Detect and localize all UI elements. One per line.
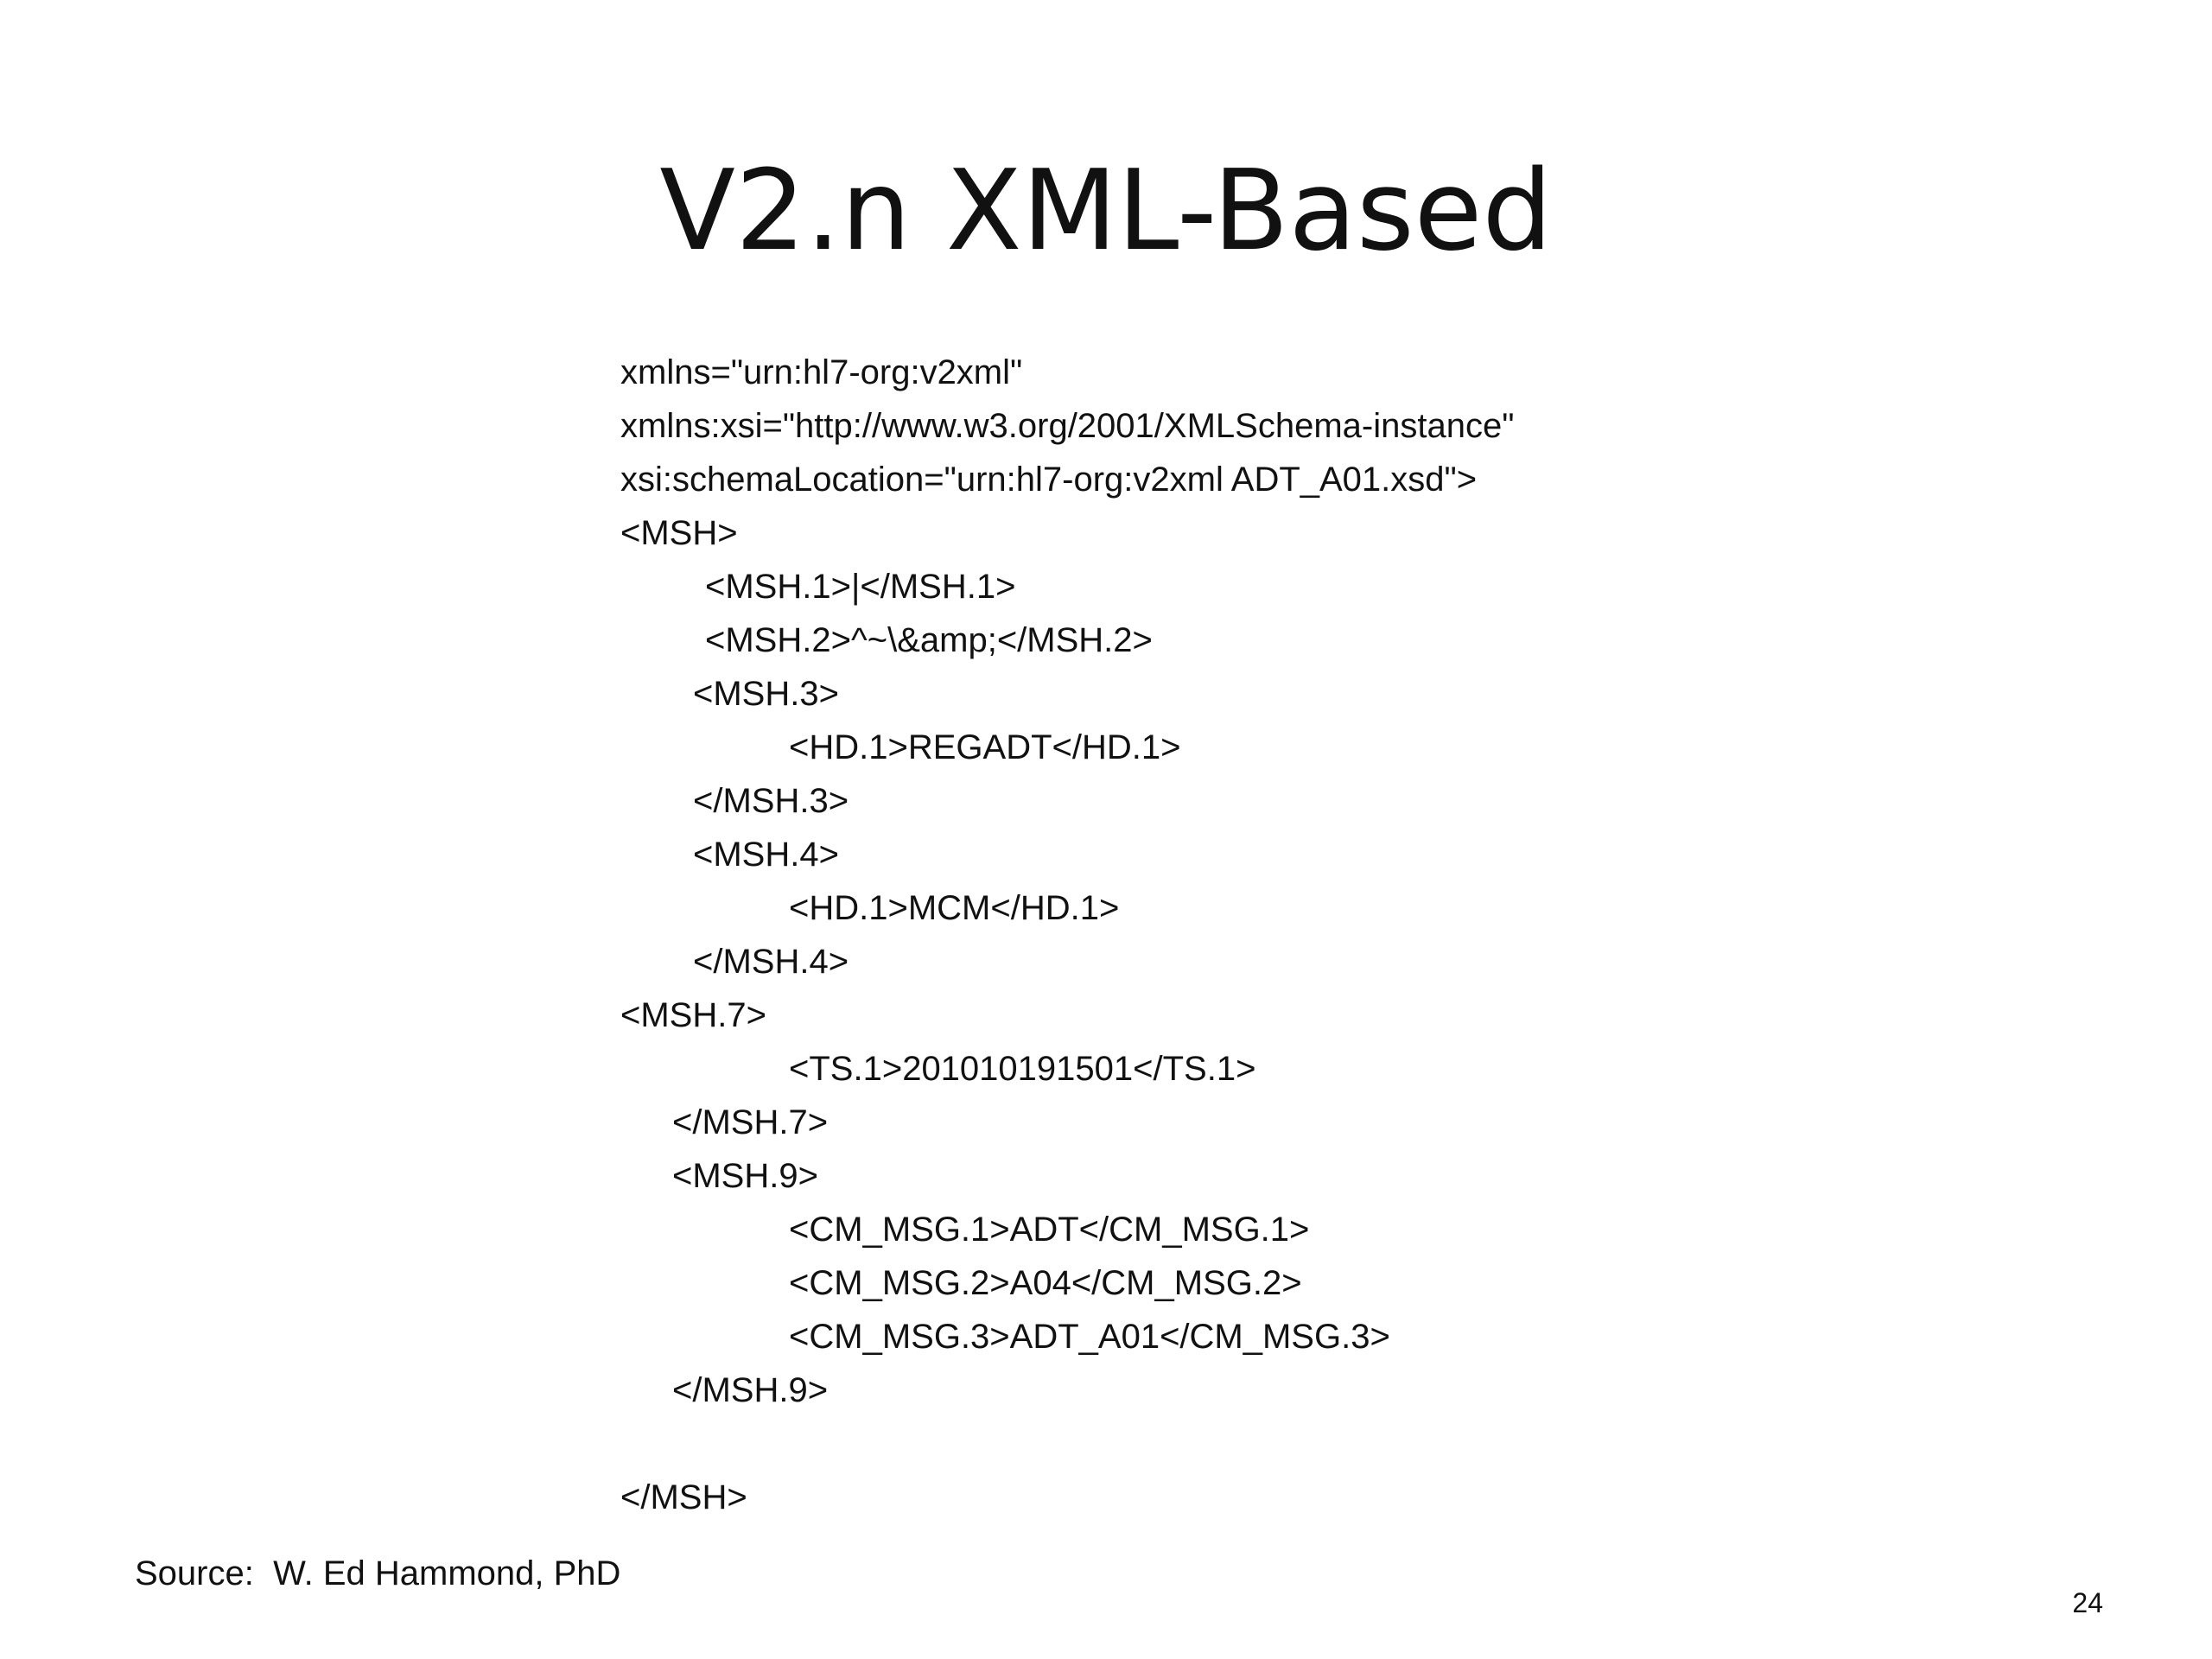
page-number: 24 [2072, 1587, 2103, 1618]
code-line: xmlns="urn:hl7-org:v2xml" [620, 353, 1023, 391]
xml-code-block: xmlns="urn:hl7-org:v2xml" xmlns:xsi="http… [620, 346, 1514, 1524]
code-line: <MSH.4> [693, 836, 839, 874]
slide-title: V2.n XML-Based [659, 147, 1553, 276]
code-line: </MSH.9> [672, 1371, 829, 1409]
code-line: <MSH.3> [693, 675, 839, 713]
code-line: </MSH.3> [693, 782, 849, 820]
code-line: </MSH.7> [672, 1103, 829, 1141]
code-line: </MSH.4> [693, 943, 849, 981]
code-line: <MSH> [620, 514, 738, 552]
code-line: </MSH> [620, 1478, 747, 1516]
code-line: <MSH.2>^~\&amp;</MSH.2> [705, 621, 1153, 659]
code-line: <HD.1>REGADT</HD.1> [789, 728, 1181, 766]
code-line: <MSH.1>|</MSH.1> [705, 568, 1016, 606]
code-line: xmlns:xsi="http://www.w3.org/2001/XMLSch… [620, 407, 1515, 445]
source-credit: Source: W. Ed Hammond, PhD [135, 1554, 621, 1592]
code-line: xsi:schemaLocation="urn:hl7-org:v2xml AD… [620, 461, 1478, 499]
code-blank-line [620, 1417, 1514, 1471]
code-line: <MSH.7> [620, 996, 766, 1034]
code-line: <TS.1>201010191501</TS.1> [789, 1050, 1256, 1088]
code-line: <MSH.9> [672, 1157, 818, 1195]
code-line: <CM_MSG.1>ADT</CM_MSG.1> [789, 1211, 1310, 1249]
code-line: <HD.1>MCM</HD.1> [789, 889, 1120, 927]
code-line: <CM_MSG.2>A04</CM_MSG.2> [789, 1264, 1302, 1302]
code-line: <CM_MSG.3>ADT_A01</CM_MSG.3> [789, 1318, 1390, 1356]
